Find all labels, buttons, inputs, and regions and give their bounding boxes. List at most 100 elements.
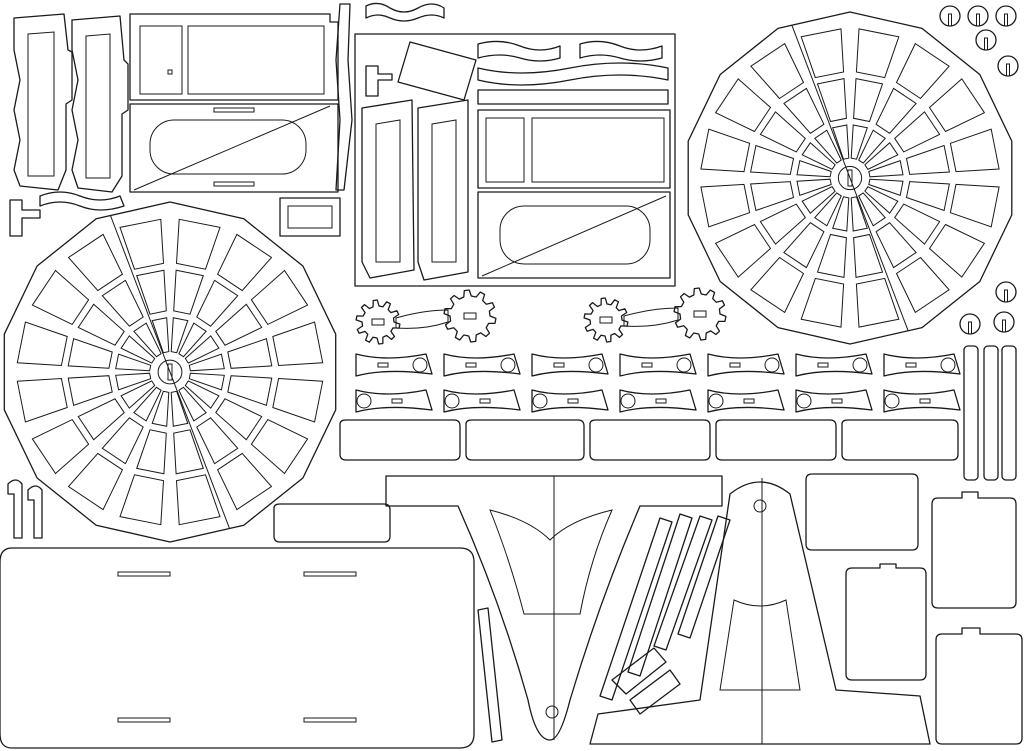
link-hole [356,393,372,409]
wheel-window [905,144,951,175]
wheel-window [77,303,125,346]
wheel-window [750,42,805,100]
wheel-window [759,111,806,153]
wheel-window [801,142,836,170]
wheel-window [949,128,1000,173]
wheel-window [151,390,170,427]
wheel-window [119,474,165,526]
wheel-window [133,386,162,422]
wheel-rim [687,11,1013,345]
link-piece [355,353,433,377]
wheel-window [783,222,825,269]
wheel-window [115,372,152,391]
gear-slot [371,318,385,326]
decor-strip-top [365,2,445,22]
side-block-a [805,473,919,551]
wheel-window [175,218,221,270]
wheel-window [120,380,156,409]
wheel-window [800,277,845,328]
gear-arm-pairs [355,287,727,345]
link-slot [905,362,917,368]
link-piece [531,389,609,413]
gear-slot [599,316,613,324]
wheel-window [814,129,842,164]
rod-piece [477,607,503,743]
support-stand-b [589,478,931,745]
link-hole [588,357,604,373]
connecting-links [355,353,961,413]
link-piece [619,353,697,377]
wheel-window [272,321,324,367]
wheel-window [868,178,904,196]
link-slot [465,362,477,368]
wheel-window [895,256,950,314]
gear [583,297,629,343]
round-clips [939,5,1019,335]
wheel-window [853,233,884,279]
wheel-split-line [110,215,230,529]
wheel-window [928,223,986,278]
wheel-window [173,429,204,475]
wheel-window [215,303,263,346]
wheel-window [783,87,825,134]
wheel-window [749,144,795,175]
link-piece [883,389,961,413]
link-piece [531,353,609,377]
wheel-window [136,269,167,315]
wheel-window [250,269,309,326]
wheel-window [31,418,90,475]
wheel-window [800,28,845,79]
wheel-window [875,222,917,269]
decor-strip-top-left [39,191,125,211]
link-piece [443,389,521,413]
wheel-window [853,77,884,123]
wheel-window [759,203,806,245]
wheel-window [173,269,204,315]
small-bracket-b [365,65,393,97]
wheel-window [67,452,124,511]
wheel-window [101,417,144,465]
wheel-window [272,377,324,423]
gear [355,299,401,345]
wheel-window [895,42,950,100]
center-box-panel-top [477,109,671,189]
large-wheel-left [3,201,337,543]
wheel-window [864,142,899,170]
link-slot [831,398,843,404]
wheel-window [67,375,113,406]
wheel-window [905,181,951,212]
wheel-hub [157,359,183,385]
wheel-window [188,353,225,372]
link-slot [743,398,755,404]
link-piece [883,353,961,377]
center-frame [354,33,676,287]
gear [443,289,497,343]
wheel-window [67,233,124,292]
link-piece [707,389,785,413]
wheel-hub [837,165,863,191]
wheel-window [832,196,850,232]
wheel-window [801,186,836,214]
wheel-window [868,160,904,178]
side-panel-left-b [71,15,129,193]
wheel-window [227,375,273,406]
wheel-window [714,78,772,133]
wheel-window [816,233,847,279]
round-clip [959,313,981,335]
gear-slot [693,310,707,318]
wheel-window [16,377,68,423]
wheel-window [832,124,850,160]
wheel-window [858,129,886,164]
round-clip [997,55,1019,77]
link-hole [884,393,900,409]
round-clip-slot [1002,319,1006,333]
gear-arm [623,307,679,327]
large-wheel-right [687,11,1013,345]
center-decor-strips [477,40,669,105]
wheel-window [170,390,189,427]
center-side-panel-a [361,99,415,279]
link-hole [444,393,460,409]
box-panel-bottom [129,103,339,193]
